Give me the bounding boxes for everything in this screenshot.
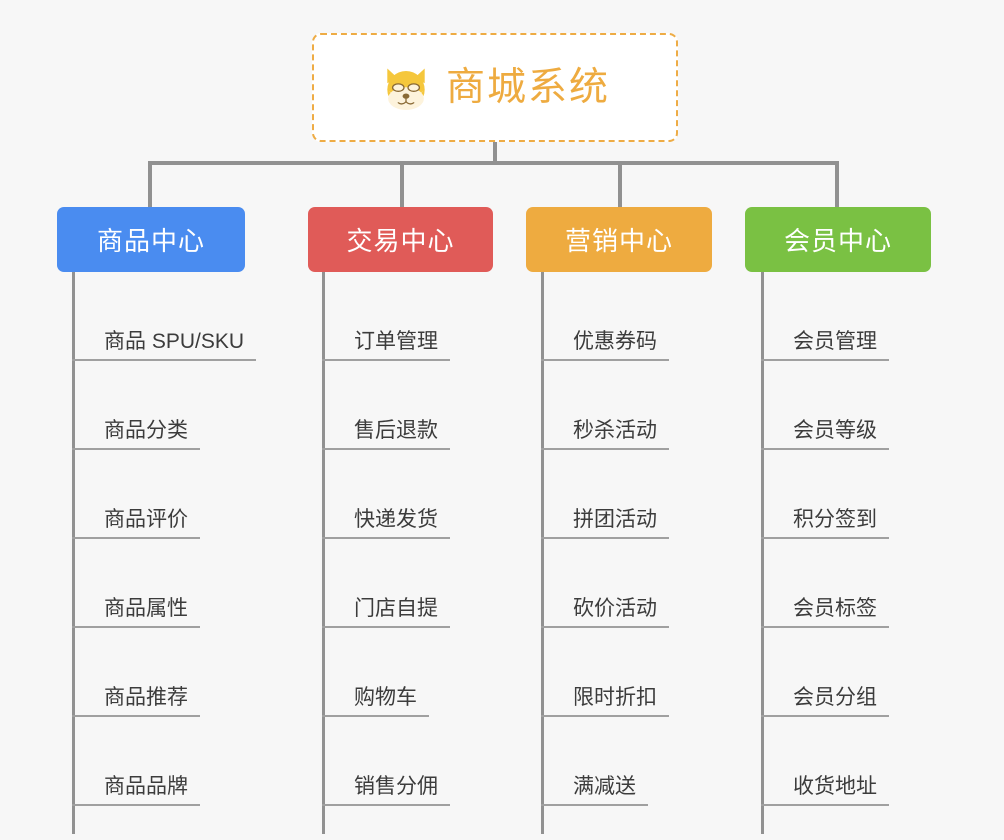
leaf-item-label: 销售分佣 (354, 775, 438, 798)
leaf-item-label: 会员分组 (793, 686, 877, 709)
leaf-item-underline (322, 537, 450, 539)
connector-drop-3 (618, 161, 622, 208)
dog-face-emoji (380, 62, 432, 114)
root-node[interactable]: 商城系统 (312, 33, 678, 142)
leaf-item-label: 商品推荐 (104, 686, 188, 709)
leaf-item-underline (761, 359, 889, 361)
leaf-item-label: 砍价活动 (573, 597, 657, 620)
leaf-item-label: 售后退款 (354, 419, 438, 442)
leaf-item[interactable]: 商品评价 (72, 450, 200, 539)
leaf-item-underline (761, 626, 889, 628)
leaf-item-underline (541, 448, 669, 450)
leaf-item-label: 购物车 (354, 686, 417, 709)
leaf-item-label: 限时折扣 (573, 686, 657, 709)
leaf-item[interactable]: 限时折扣 (541, 628, 669, 717)
leaf-item[interactable]: 拼团活动 (541, 450, 669, 539)
leaf-item-underline (541, 626, 669, 628)
leaf-item[interactable]: 砍价活动 (541, 539, 669, 628)
leaf-item-underline (541, 359, 669, 361)
leaf-item-underline (322, 626, 450, 628)
leaf-item[interactable]: 收货地址 (761, 717, 889, 806)
leaf-item-underline (72, 448, 200, 450)
leaf-item-underline (761, 537, 889, 539)
leaf-item-label: 商品分类 (104, 419, 188, 442)
leaf-item-underline (541, 715, 669, 717)
branch-label: 商品中心 (96, 226, 205, 256)
leaf-item-underline (541, 537, 669, 539)
leaf-item[interactable]: 快递发货 (322, 450, 450, 539)
leaf-item[interactable]: 售后退款 (322, 361, 450, 450)
branch-label: 交易中心 (346, 226, 455, 256)
leaf-trunk-line (72, 272, 75, 834)
leaf-item-underline (322, 448, 450, 450)
leaf-item-label: 商品品牌 (104, 775, 188, 798)
branch-label: 会员中心 (783, 226, 892, 256)
leaf-item[interactable]: 订单管理 (322, 272, 450, 361)
leaf-item[interactable]: 门店自提 (322, 539, 450, 628)
leaf-item[interactable]: 会员管理 (761, 272, 889, 361)
leaf-item-underline (761, 448, 889, 450)
leaf-item[interactable]: 会员标签 (761, 539, 889, 628)
leaf-item-label: 快递发货 (354, 508, 438, 531)
leaf-item-label: 秒杀活动 (573, 419, 657, 442)
leaf-item-label: 积分签到 (793, 508, 877, 531)
leaf-item[interactable]: 秒杀活动 (541, 361, 669, 450)
leaf-item[interactable]: 会员分组 (761, 628, 889, 717)
leaf-item-label: 商品评价 (104, 508, 188, 531)
leaf-item-label: 优惠券码 (573, 330, 657, 353)
connector-drop-4 (835, 161, 839, 208)
leaf-item-underline (761, 715, 889, 717)
branch-node-product[interactable]: 商品中心 (57, 207, 245, 272)
leaf-item-underline (72, 804, 200, 806)
leaf-item[interactable]: 满减送 (541, 717, 648, 806)
leaf-item-underline (322, 359, 450, 361)
leaf-item[interactable]: 会员等级 (761, 361, 889, 450)
leaf-item[interactable]: 商品分类 (72, 361, 200, 450)
leaf-item[interactable]: 商品品牌 (72, 717, 200, 806)
leaf-item[interactable]: 优惠券码 (541, 272, 669, 361)
leaf-item-label: 商品属性 (104, 597, 188, 620)
connector-drop-2 (400, 161, 404, 208)
leaf-item-label: 满减送 (573, 775, 636, 798)
leaf-item-underline (72, 537, 200, 539)
leaf-item-label: 拼团活动 (573, 508, 657, 531)
leaf-item-label: 会员等级 (793, 419, 877, 442)
branch-label: 营销中心 (564, 226, 673, 256)
leaf-item-underline (72, 715, 200, 717)
leaf-item[interactable]: 商品推荐 (72, 628, 200, 717)
leaf-item-underline (322, 715, 429, 717)
leaf-item-underline (72, 359, 256, 361)
branch-node-member[interactable]: 会员中心 (745, 207, 931, 272)
leaf-item-label: 订单管理 (354, 330, 438, 353)
leaf-trunk-line (761, 272, 764, 834)
leaf-item-underline (541, 804, 648, 806)
leaf-item[interactable]: 商品 SPU/SKU (72, 272, 256, 361)
leaf-item-label: 会员管理 (793, 330, 877, 353)
leaf-trunk-line (541, 272, 544, 834)
leaf-item[interactable]: 购物车 (322, 628, 429, 717)
branch-node-marketing[interactable]: 营销中心 (526, 207, 712, 272)
leaf-item[interactable]: 积分签到 (761, 450, 889, 539)
leaf-item-underline (72, 626, 200, 628)
leaf-item-label: 会员标签 (793, 597, 877, 620)
leaf-item-label: 商品 SPU/SKU (104, 330, 245, 353)
connector-root-stem (493, 142, 497, 164)
connector-drop-1 (148, 161, 152, 208)
connector-horizontal-bus (148, 161, 839, 165)
leaf-item-label: 收货地址 (793, 775, 877, 798)
root-title: 商城系统 (445, 66, 610, 109)
branch-node-trade[interactable]: 交易中心 (308, 207, 493, 272)
leaf-item-label: 门店自提 (354, 597, 438, 620)
leaf-trunk-line (322, 272, 325, 834)
leaf-item-underline (322, 804, 450, 806)
leaf-item-underline (761, 804, 889, 806)
leaf-item[interactable]: 销售分佣 (322, 717, 450, 806)
leaf-item[interactable]: 商品属性 (72, 539, 200, 628)
